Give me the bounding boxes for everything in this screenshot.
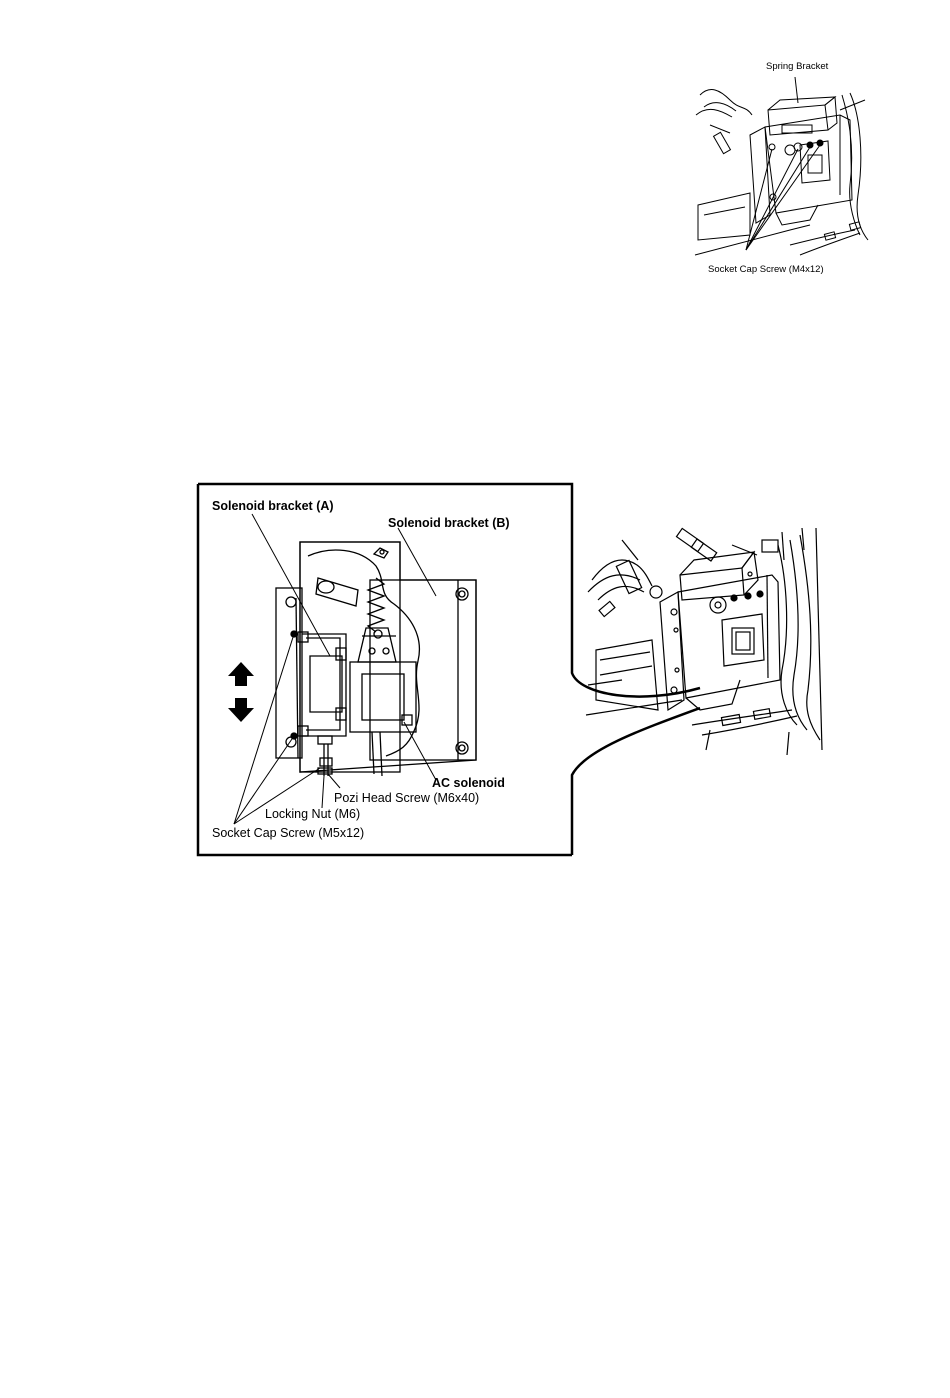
socket-cap-screw-m5-label: Socket Cap Screw (M5x12) [212,826,364,840]
solenoid-bracket-b-label: Solenoid bracket (B) [388,516,510,530]
arrow-up-icon [226,660,256,688]
locking-nut-label: Locking Nut (M6) [265,807,360,821]
machine-overview-drawing [582,520,842,760]
solenoid-bracket-a-label: Solenoid bracket (A) [212,499,334,513]
pozi-head-screw-label: Pozi Head Screw (M6x40) [334,791,479,805]
ac-solenoid-label: AC solenoid [432,776,505,790]
arrow-down-icon [226,696,256,724]
